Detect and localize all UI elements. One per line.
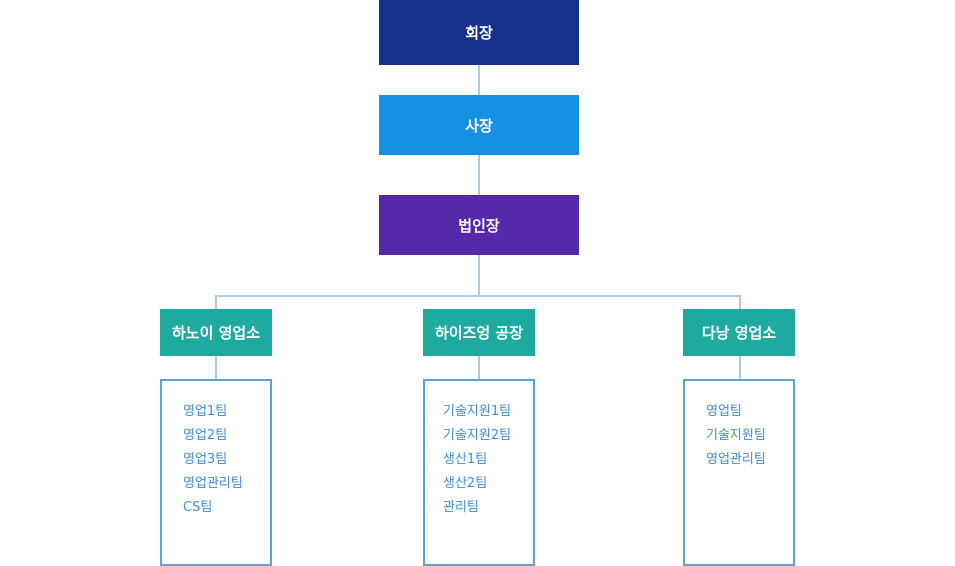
connector-horizontal-bus <box>215 295 741 297</box>
president-box: 사장 <box>379 95 579 155</box>
connector-bus-branch-1 <box>215 295 217 309</box>
president-label: 사장 <box>465 116 493 135</box>
connector-branch-2-list <box>478 356 480 379</box>
team-item: 영업1팀 <box>183 404 228 419</box>
branch-haiduong-box: 하이즈엉 공장 <box>423 309 535 356</box>
team-list-haiduong: 기술지원1팀 기술지원2팀 생산1팀 생산2팀 관리팀 <box>423 379 535 566</box>
branch-hanoi-label: 하노이 영업소 <box>171 324 261 342</box>
connector-bus-branch-3 <box>739 295 741 309</box>
country-head-box: 법인장 <box>379 195 579 255</box>
team-item: 영업3팀 <box>183 452 228 467</box>
team-item: 영업2팀 <box>183 428 228 443</box>
branch-haiduong-label: 하이즈엉 공장 <box>434 324 524 342</box>
branch-danang-box: 다낭 영업소 <box>683 309 795 356</box>
team-item: 관리팀 <box>443 500 479 515</box>
team-list-hanoi: 영업1팀 영업2팀 영업3팀 영업관리팀 CS팀 <box>160 379 272 566</box>
connector-president-head <box>478 155 480 195</box>
team-item: 생산1팀 <box>443 452 488 467</box>
branch-hanoi-box: 하노이 영업소 <box>160 309 272 356</box>
team-item: 기술지원2팀 <box>443 428 512 443</box>
team-item: 생산2팀 <box>443 476 488 491</box>
team-list-danang: 영업팀 기술지원팀 영업관리팀 <box>683 379 795 566</box>
connector-branch-1-list <box>215 356 217 379</box>
connector-branch-3-list <box>739 356 741 379</box>
chairman-label: 회장 <box>465 24 493 42</box>
connector-chairman-president <box>478 65 480 95</box>
team-item: 영업관리팀 <box>183 476 243 491</box>
team-item: 영업팀 <box>706 404 742 419</box>
chairman-box: 회장 <box>379 0 579 65</box>
country-head-label: 법인장 <box>458 216 500 235</box>
team-item: 기술지원팀 <box>706 428 766 443</box>
team-item: 기술지원1팀 <box>443 404 512 419</box>
team-item: 영업관리팀 <box>706 452 766 467</box>
branch-danang-label: 다낭 영업소 <box>701 324 777 342</box>
team-item: CS팀 <box>183 500 213 515</box>
connector-head-bus <box>478 255 480 296</box>
